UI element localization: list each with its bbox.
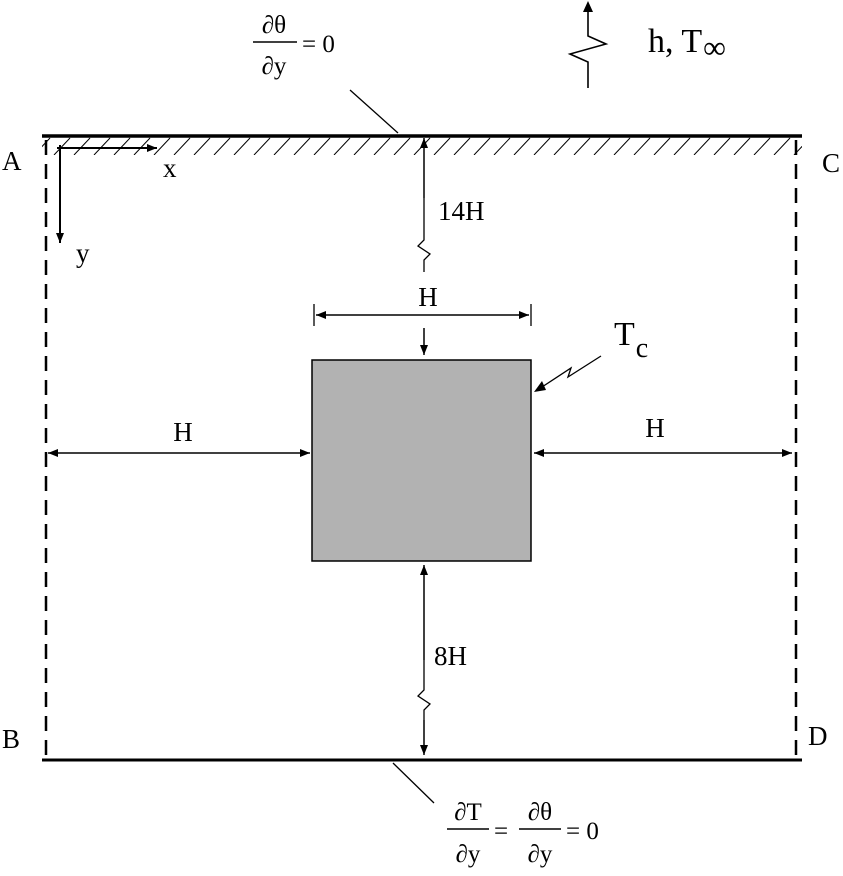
convection-label: h, T∞	[648, 23, 726, 65]
svg-text:∂y: ∂y	[528, 841, 553, 868]
right-gap-label: H	[645, 413, 665, 443]
svg-text:∂θ: ∂θ	[528, 799, 552, 826]
hatch-line	[513, 137, 531, 155]
top-boundary-condition: ∂θ ∂y = 0	[253, 12, 335, 80]
hatch-line	[553, 137, 571, 155]
svg-text:∂y: ∂y	[262, 53, 287, 80]
hatch-line	[213, 137, 231, 155]
convection-arrow	[567, 8, 609, 88]
corner-a-label: A	[2, 146, 22, 176]
hatch-line	[693, 137, 711, 155]
corner-d-label: D	[808, 721, 828, 751]
hatch-line	[193, 137, 211, 155]
hatch-line	[713, 137, 731, 155]
dim-14h-label: 14H	[438, 196, 485, 226]
hatch-line	[353, 137, 371, 155]
hatch-line	[673, 137, 691, 155]
svg-text:= 0: = 0	[566, 818, 599, 845]
block-temperature-arrowhead	[534, 381, 546, 392]
hatch-line	[733, 137, 751, 155]
dim-8h-label: 8H	[434, 641, 467, 671]
y-axis-label: y	[76, 238, 90, 268]
hatch-line	[53, 137, 71, 155]
bottom-condition-leader	[392, 762, 435, 804]
hatch-line	[373, 137, 391, 155]
hatch-line	[153, 137, 171, 155]
hatch-line	[773, 137, 791, 155]
dim-14h-break	[416, 198, 432, 272]
cooled-block	[311, 359, 532, 562]
top-condition-leader	[349, 89, 399, 134]
hatch-line	[433, 137, 451, 155]
hatch-line	[93, 137, 111, 155]
hatch-line	[613, 137, 631, 155]
hatch-line	[753, 137, 771, 155]
x-axis-label: x	[163, 153, 177, 183]
svg-text:∂T: ∂T	[454, 799, 482, 826]
hatch-line	[73, 137, 91, 155]
hatch-line	[473, 137, 491, 155]
hatch-line	[113, 137, 131, 155]
hatch-line	[653, 137, 671, 155]
hatch-line	[273, 137, 291, 155]
left-gap-label: H	[173, 417, 193, 447]
hatch-line	[133, 137, 151, 155]
hatch-line	[313, 137, 331, 155]
hatch-line	[333, 137, 351, 155]
svg-text:=: =	[494, 818, 508, 845]
hatch-line	[393, 137, 411, 155]
hatch-line	[293, 137, 311, 155]
hatch-line	[173, 137, 191, 155]
block-temperature-label: Tc	[614, 316, 648, 364]
block-width-label: H	[418, 282, 438, 312]
corner-b-label: B	[2, 724, 20, 754]
dim-8h-break	[416, 660, 432, 720]
hatch-line	[633, 137, 651, 155]
hatch-line	[413, 137, 431, 155]
hatch-line	[573, 137, 591, 155]
hatch-line	[42, 137, 51, 148]
hatch-line	[493, 137, 511, 155]
hatch-line	[253, 137, 271, 155]
hatch-line	[233, 137, 251, 155]
svg-text:= 0: = 0	[302, 31, 335, 58]
hatch-line	[593, 137, 611, 155]
svg-text:∂y: ∂y	[456, 841, 481, 868]
surface-hatching	[42, 137, 802, 155]
bottom-boundary-condition: ∂T ∂y = ∂θ ∂y = 0	[447, 799, 599, 868]
block-temperature-leader	[541, 355, 602, 388]
hatch-line	[453, 137, 471, 155]
hatch-line	[533, 137, 551, 155]
svg-text:∂θ: ∂θ	[262, 12, 286, 39]
corner-c-label: C	[822, 148, 840, 178]
convection-arrowhead	[583, 1, 593, 12]
